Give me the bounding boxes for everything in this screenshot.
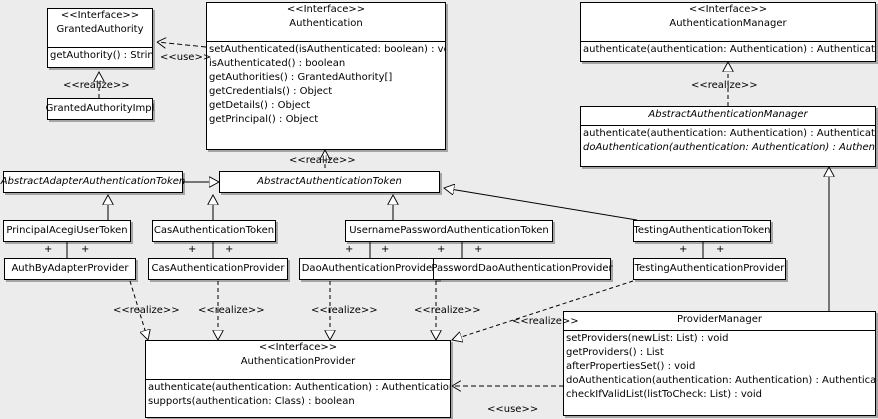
operation: getPrincipal() : Object — [209, 114, 319, 125]
class-name: CasAuthenticationProvider — [151, 262, 285, 274]
compartment-divider — [564, 330, 875, 331]
class-username-password-authentication-token[interactable]: UsernamePasswordAuthenticationToken — [345, 220, 553, 242]
operations-compartment: authenticate(authentication: Authenticat… — [581, 126, 875, 156]
edge-label-realize-abstract-authentication-token: <<realize>> — [289, 155, 356, 166]
class-authentication-provider[interactable]: <<Interface>> AuthenticationProvider aut… — [145, 340, 451, 418]
class-name: GrantedAuthorityImpl — [45, 102, 155, 114]
class-name: GrantedAuthority — [56, 23, 144, 35]
multiplicity-plus: + — [437, 244, 446, 255]
operation: getDetails() : Object — [209, 100, 311, 111]
class-name: AbstractAuthenticationToken — [257, 175, 402, 187]
operation: doAuthentication(authentication: Authent… — [566, 375, 875, 386]
operation: setProviders(newList: List) : void — [566, 333, 729, 344]
multiplicity-plus: + — [188, 244, 197, 255]
class-header: ProviderManager — [564, 312, 875, 330]
class-header: <<Interface>> GrantedAuthority — [48, 9, 152, 47]
edge-generalize-testing-authentication-token — [444, 188, 638, 221]
multiplicity-plus: + — [225, 244, 234, 255]
edge-label-use-granted-authority: <<use>> — [160, 52, 212, 63]
class-name: PasswordDaoAuthenticationProvider — [431, 262, 613, 274]
class-name: AbstractAuthenticationManager — [648, 109, 808, 120]
class-name: ProviderManager — [676, 314, 762, 325]
class-abstract-authentication-token[interactable]: AbstractAuthenticationToken — [219, 171, 440, 193]
compartment-divider — [581, 41, 875, 42]
stereotype-label: <<Interface>> — [286, 4, 366, 15]
edge-label-realize-password-dao-authentication-provider: <<realize>> — [414, 305, 481, 316]
edge-label-realize-granted-authority-impl: <<realize>> — [63, 80, 130, 91]
compartment-divider — [48, 47, 152, 48]
class-header: <<Interface>> AuthenticationProvider — [146, 341, 450, 379]
operation-abstract: doAuthentication(authentication: Authent… — [583, 142, 875, 153]
edge-label-realize-abstract-authentication-manager: <<realize>> — [691, 80, 758, 91]
operation: isAuthenticated() : boolean — [209, 58, 346, 69]
class-name: DaoAuthenticationProvider — [301, 262, 437, 274]
operation: authenticate(authentication: Authenticat… — [583, 128, 875, 139]
operations-compartment: authenticate(authentication: Authenticat… — [581, 42, 875, 58]
operation: getProviders() : List — [566, 347, 664, 358]
edge-label-realize-dao-authentication-provider: <<realize>> — [311, 305, 378, 316]
class-abstract-authentication-manager[interactable]: AbstractAuthenticationManager authentica… — [580, 106, 876, 167]
compartment-divider — [146, 379, 450, 380]
class-dao-authentication-provider[interactable]: DaoAuthenticationProvider — [299, 258, 439, 280]
operation: setAuthenticated(isAuthenticated: boolea… — [209, 44, 445, 55]
class-name: UsernamePasswordAuthenticationToken — [349, 224, 549, 236]
operation: getAuthorities() : GrantedAuthority[] — [209, 72, 393, 83]
class-testing-authentication-provider[interactable]: TestingAuthenticationProvider — [633, 258, 786, 280]
stereotype-label: <<Interface>> — [258, 342, 338, 353]
operation: supports(authentication: Class) : boolea… — [148, 396, 355, 407]
stereotype-label: <<Interface>> — [688, 4, 768, 15]
class-name: AuthenticationManager — [669, 17, 787, 29]
edge-label-realize-auth-by-adapter-provider: <<realize>> — [113, 305, 180, 316]
operations-compartment: setAuthenticated(isAuthenticated: boolea… — [207, 42, 445, 128]
class-granted-authority-impl[interactable]: GrantedAuthorityImpl — [45, 98, 155, 120]
operation: getAuthority() : String — [50, 50, 152, 61]
compartment-divider — [207, 41, 445, 42]
class-header: <<Interface>> Authentication — [207, 3, 445, 41]
class-header: AbstractAuthenticationManager — [581, 107, 875, 125]
class-granted-authority[interactable]: <<Interface>> GrantedAuthority getAuthor… — [47, 8, 153, 68]
class-name: AuthByAdapterProvider — [11, 262, 129, 274]
class-name: AuthenticationProvider — [240, 355, 356, 367]
class-name: PrincipalAcegiUserToken — [6, 224, 128, 236]
operation: afterPropertiesSet() : void — [566, 361, 696, 372]
class-password-dao-authentication-provider[interactable]: PasswordDaoAuthenticationProvider — [431, 258, 613, 280]
operation: getCredentials() : Object — [209, 86, 333, 97]
edge-label-realize-cas-authentication-provider: <<realize>> — [198, 305, 265, 316]
class-header: <<Interface>> AuthenticationManager — [581, 3, 875, 41]
class-name: TestingAuthenticationProvider — [634, 262, 785, 274]
class-authentication[interactable]: <<Interface>> Authentication setAuthenti… — [206, 2, 446, 150]
class-testing-authentication-token[interactable]: TestingAuthenticationToken — [633, 220, 771, 242]
multiplicity-plus: + — [474, 244, 483, 255]
operations-compartment: setProviders(newList: List) : void getPr… — [564, 331, 875, 403]
multiplicity-plus: + — [345, 244, 354, 255]
class-name: TestingAuthenticationToken — [633, 224, 771, 236]
multiplicity-plus: + — [81, 244, 90, 255]
class-auth-by-adapter-provider[interactable]: AuthByAdapterProvider — [4, 258, 136, 280]
operations-compartment: getAuthority() : String — [48, 48, 152, 64]
class-authentication-manager[interactable]: <<Interface>> AuthenticationManager auth… — [580, 2, 876, 62]
class-provider-manager[interactable]: ProviderManager setProviders(newList: Li… — [563, 311, 876, 416]
operation: authenticate(authentication: Authenticat… — [583, 44, 875, 55]
operations-compartment: authenticate(authentication: Authenticat… — [146, 380, 450, 410]
class-name: Authentication — [289, 17, 363, 29]
edge-use-authentication-granted-authority — [157, 42, 207, 47]
class-abstract-adapter-authentication-token[interactable]: AbstractAdapterAuthenticationToken — [0, 171, 186, 193]
stereotype-label: <<Interface>> — [60, 10, 140, 21]
class-name: AbstractAdapterAuthenticationToken — [0, 175, 186, 187]
multiplicity-plus: + — [679, 244, 688, 255]
multiplicity-plus: + — [44, 244, 53, 255]
edge-label-use-provider-manager: <<use>> — [487, 404, 539, 415]
class-cas-authentication-provider[interactable]: CasAuthenticationProvider — [148, 258, 288, 280]
edge-label-realize-testing-authentication-provider: <<realize>> — [512, 316, 579, 327]
operation: authenticate(authentication: Authenticat… — [148, 382, 450, 393]
multiplicity-plus: + — [716, 244, 725, 255]
class-cas-authentication-token[interactable]: CasAuthenticationToken — [152, 220, 276, 242]
class-principal-acegi-user-token[interactable]: PrincipalAcegiUserToken — [3, 220, 131, 242]
multiplicity-plus: + — [381, 244, 390, 255]
class-name: CasAuthenticationToken — [153, 224, 275, 236]
operation: checkIfValidList(listToCheck: List) : vo… — [566, 389, 763, 400]
compartment-divider — [581, 125, 875, 126]
